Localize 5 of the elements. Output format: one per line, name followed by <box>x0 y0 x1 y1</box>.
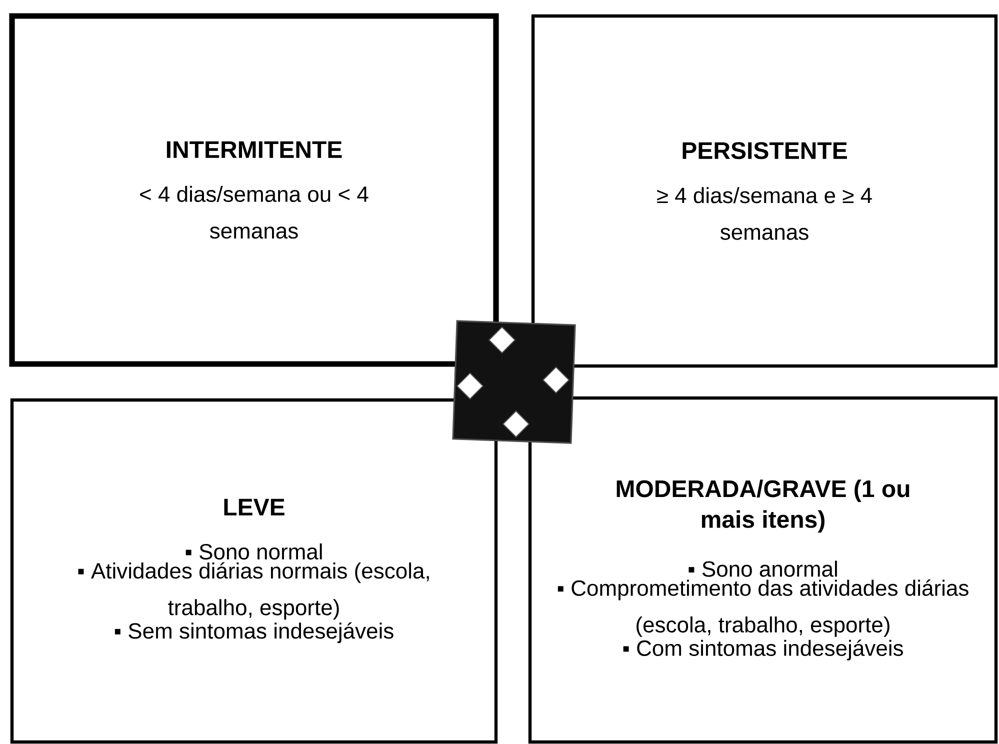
category-box: PERSISTENTE ≥ 4 dias/semana e ≥ 4 semanas <box>531 14 998 368</box>
category-box: LEVE ▪ Sono normal ▪ Atividades diárias normais (escola, trabalho, esporte) ▪ Sem sintomas indesejáveis <box>10 398 498 744</box>
category-box: INTERMITENTE < 4 dias/semana ou < 4 semanas <box>9 13 499 367</box>
category-box: MODERADA/GRAVE (1 ou mais itens) ▪ Sono anormal ▪ Comprometimento das atividades diárias (escola, trabalho, esporte) ▪ Com sintomas indesejáveis <box>528 396 998 744</box>
four-arrows-icon <box>452 320 576 444</box>
